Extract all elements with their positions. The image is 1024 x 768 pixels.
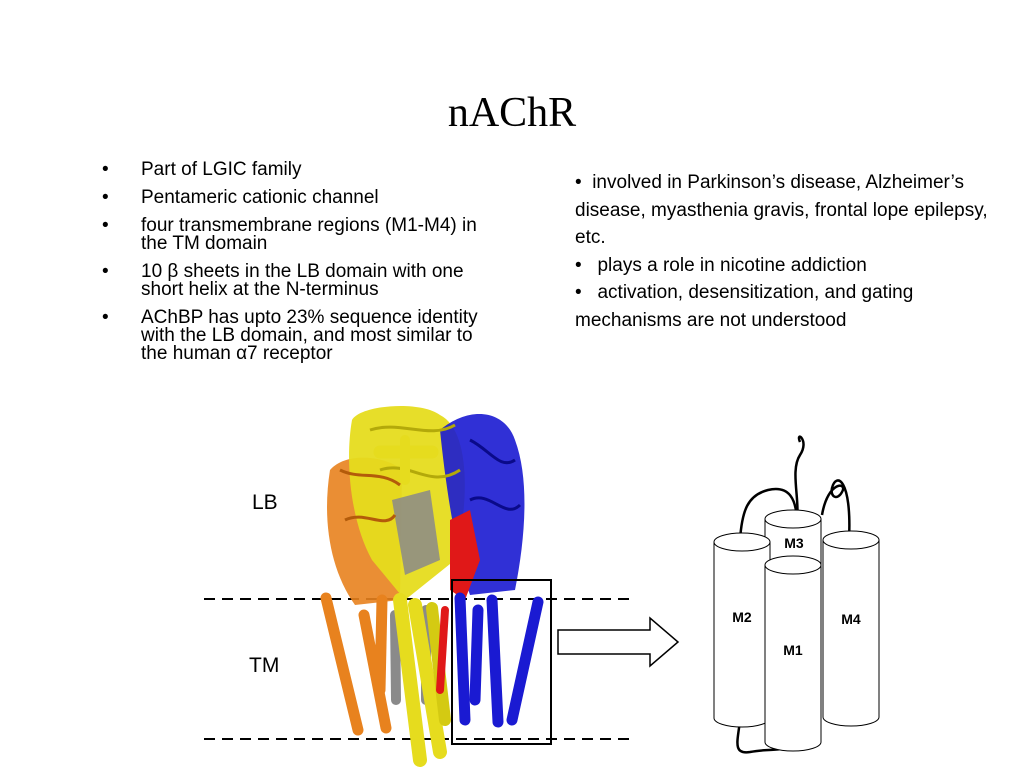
red-subunit-lb	[450, 510, 480, 600]
red-tm-helix	[436, 606, 449, 694]
m3-m4-loop-upper	[794, 435, 805, 521]
m4-cylinder	[822, 540, 880, 727]
note-disease: • involved in Parkinson’s disease, Alzhe…	[575, 172, 993, 248]
m3-label: M3	[784, 535, 804, 551]
m1-cylinder-top	[764, 555, 822, 575]
helix-schematic	[713, 435, 880, 754]
m1-cylinder	[764, 565, 822, 752]
note-mechanisms: • activation, desensitization, and gatin…	[575, 282, 919, 331]
bullet-item: Pentameric cationic channel	[98, 188, 488, 207]
m1-label: M1	[783, 642, 803, 658]
blue-tm-helix	[454, 592, 471, 726]
m3-cylinder-top	[764, 509, 822, 529]
m4-label: M4	[841, 611, 861, 627]
left-bullet-list: Part of LGIC family Pentameric cationic …	[98, 160, 488, 373]
gray-tm-helix	[390, 610, 401, 705]
m2-label: M2	[732, 609, 752, 625]
lb-domain-label: LB	[252, 491, 278, 514]
orange-tm-helix	[320, 592, 364, 736]
m4-cylinder-top	[822, 530, 880, 550]
m3-m4-loop	[820, 479, 851, 541]
note-nicotine: • plays a role in nicotine addiction	[575, 254, 867, 276]
m2-m3-loop	[738, 487, 799, 541]
bullet-item: four transmembrane regions (M1-M4) in th…	[98, 216, 488, 253]
subunit-highlight-box	[451, 579, 552, 745]
yellow-tm-helix	[393, 593, 427, 767]
right-notes: • involved in Parkinson’s disease, Alzhe…	[575, 169, 995, 334]
right-arrow-icon	[557, 616, 680, 668]
m2-cylinder	[713, 542, 771, 728]
bullet-item: Part of LGIC family	[98, 160, 488, 179]
m2-cylinder-top	[713, 532, 771, 552]
bullet-item: AChBP has upto 23% sequence identity wit…	[98, 308, 488, 363]
bullet-item: 10 β sheets in the LB domain with one sh…	[98, 262, 488, 299]
tm-domain-label: TM	[249, 654, 280, 677]
receptor-structure	[320, 405, 544, 767]
gray-subunit-lb	[392, 490, 440, 575]
page-title: nAChR	[447, 90, 577, 136]
